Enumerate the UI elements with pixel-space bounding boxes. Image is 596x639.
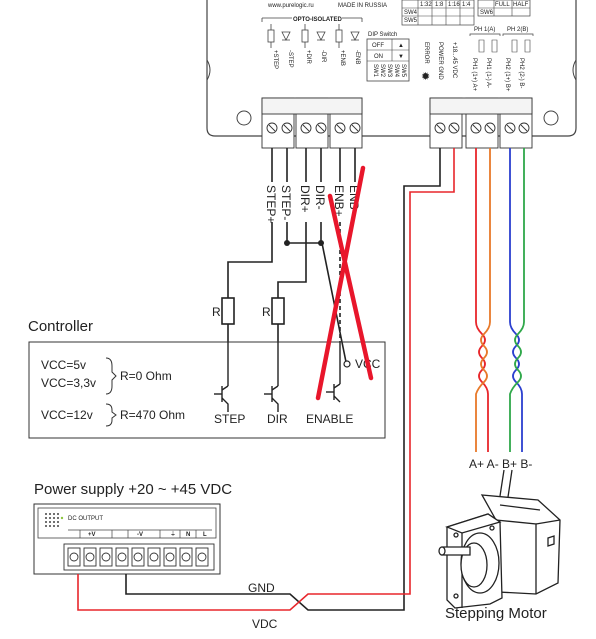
pin-label-enb-plus: +ENB [339,50,345,66]
dip-item-2: SW2 [379,64,385,78]
pin-label-dir-minus: -DIR [320,50,326,63]
ph2-label: PH 2(B) [507,27,528,33]
current-row-sw6: SW6 [480,10,494,16]
made-in-label: MADE IN RUSSIA [338,3,387,9]
power-led-grid-icon [45,513,64,527]
phase-pin-a-minus: PH1 (1-) A- [485,58,491,88]
r470-label: R=470 Ohm [120,408,185,422]
power-supply-title: Power supply +20 ~ +45 VDC [34,481,232,498]
signal-wires [221,148,356,363]
svg-text:▼: ▼ [398,54,404,60]
microstep-col-1: 1:32 [420,2,432,8]
controller: Controller VCC=5v VCC=3,3v R=0 Ohm VCC=1… [28,318,386,439]
dc-output-label: DC OUTPUT [68,516,103,522]
pin-label-dir-plus: +DIR [305,50,311,65]
dip-switch-title: DIP Switch [368,32,397,38]
motor-phase-labels: A+ A- B+ B- [469,457,532,471]
dip-item-5: SW5 [400,64,406,78]
stepping-motor [438,469,561,609]
terminal-n: N [186,532,190,538]
dip-item-1: SW1 [372,64,378,78]
microstep-col-4: 1:4 [462,2,471,8]
pin-label-step-minus: -STEP [287,50,293,68]
gnd-label: GND [248,581,275,595]
vcc-5v-label: VCC=5v [41,358,86,372]
resistor-dir-label: R [262,305,271,319]
driver-pin-labels: +STEP -STEP +DIR -DIR +ENB -ENB [272,50,360,69]
signal-labels: STEP+ STEP- DIR+ DIR- ENB+ ENB- [264,185,361,223]
signal-dir-minus: DIR- [313,185,327,210]
controller-title: Controller [28,318,93,335]
vdc-label: VDC [252,617,278,631]
dip-item-4: SW4 [393,64,399,78]
transistor-symbols [214,342,341,412]
microstep-row-sw4: SW4 [404,10,418,16]
current-half: HALF [513,2,529,8]
power-supply-terminals [63,543,215,571]
signal-enb-plus: ENB+ [332,185,346,217]
motor-phase-wires [475,148,525,452]
dip-item-3: SW3 [386,64,392,78]
dip-on-label: ON [374,54,383,60]
microstep-table: 1:32 1:8 1:16 1:4 SW4 SW5 [401,0,475,26]
signal-terminal-block [261,97,363,149]
ph1-label: PH 1(A) [474,27,495,33]
current-full: FULL [495,2,510,8]
enable-cross-out [315,165,374,401]
current-table: FULL HALF SW6 [477,0,531,17]
resistor-step-label: R [212,305,221,319]
microstep-row-sw5: SW5 [404,18,418,24]
signal-dir-plus: DIR+ [298,185,312,213]
signal-step-minus: STEP- [279,185,293,220]
dip-off-label: OFF [372,43,384,49]
vcc-33v-label: VCC=3,3v [41,376,96,390]
terminal-ground-icon: ⏚ [170,531,176,538]
stepper-driver: www.purelogic.ru MADE IN RUSSIA OPTO-ISO… [206,0,577,149]
power-wires [77,148,455,611]
phase-pin-b-minus: PH2 (2-) B- [518,58,524,88]
error-led-icon: ✹ [421,71,430,83]
vcc-12v-label: VCC=12v [41,408,93,422]
opto-components [267,24,360,48]
pin-label-step-plus: +STEP [272,50,278,69]
pin-label-enb-minus: -ENB [354,50,360,64]
phase-pin-a-plus: PH1 (1+) A+ [471,58,477,92]
vdc-in-label: +18...45 VDC [451,42,457,79]
output-enable-label: ENABLE [306,412,353,426]
opto-isolated-label: OPTO-ISOLATED [293,17,342,23]
power-supply: Power supply +20 ~ +45 VDC DC OUTPUT +V … [33,481,232,575]
phase-pin-b-plus: PH2 (1+) B+ [504,58,510,92]
terminal-plus-v: +V [88,532,96,538]
microstep-col-2: 1:8 [435,2,444,8]
svg-text:▲: ▲ [398,43,404,49]
output-dir-label: DIR [267,412,288,426]
r0-label: R=0 Ohm [120,369,172,383]
error-label: ERROR [423,42,429,64]
motor-title: Stepping Motor [445,605,547,622]
power-terminal-block [429,97,533,149]
dip-switch: DIP Switch OFF ON ▲ ▼ SW1 SW2 SW3 SW4 SW… [366,32,410,82]
website-label: www.purelogic.ru [267,3,314,9]
output-step-label: STEP [214,412,245,426]
signal-step-plus: STEP+ [264,185,278,223]
microstep-col-3: 1:16 [448,2,460,8]
power-gnd-label: POWER GND [437,42,443,80]
terminal-minus-v: -V [137,532,143,538]
terminal-l: L [203,532,207,538]
